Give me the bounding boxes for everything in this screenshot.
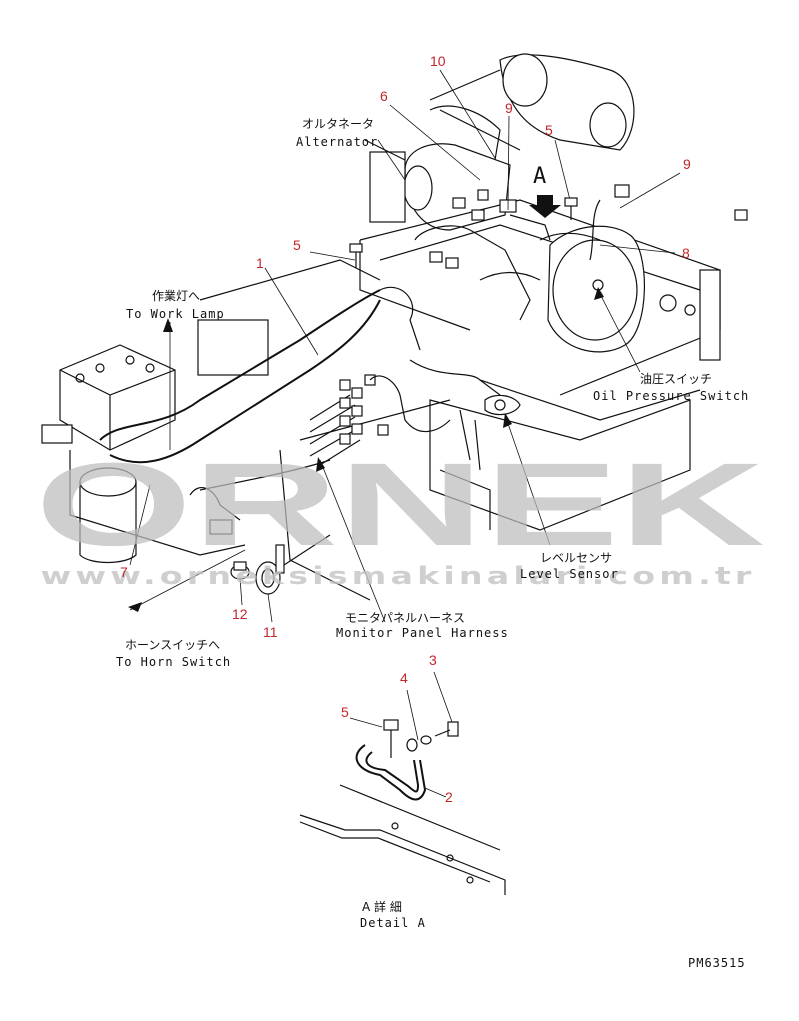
callout-7: 7 bbox=[120, 564, 128, 580]
alternator-harness bbox=[414, 184, 748, 321]
harness-1 bbox=[99, 286, 421, 535]
callout-3: 3 bbox=[429, 652, 437, 668]
engine-block bbox=[359, 199, 721, 396]
callout-5-left: 5 bbox=[293, 237, 301, 253]
oil-pressure-label-jp: 油圧スイッチ bbox=[640, 372, 712, 386]
callout-10: 10 bbox=[430, 53, 446, 69]
frame bbox=[197, 259, 701, 601]
callout-5-upper: 5 bbox=[545, 122, 553, 138]
hydraulic-tank bbox=[69, 450, 246, 564]
drawing-code: PM63515 bbox=[688, 956, 746, 970]
view-a-label: A bbox=[533, 164, 546, 189]
horn-switch-label-en: To Horn Switch bbox=[116, 655, 231, 669]
detail-a-label-jp: A 詳 細 bbox=[362, 899, 402, 914]
level-sensor bbox=[459, 394, 521, 471]
alternator-label-jp: オルタネータ bbox=[302, 117, 374, 131]
oil-pressure-label-en: Oil Pressure Switch bbox=[593, 389, 749, 403]
starter-motor bbox=[539, 225, 645, 353]
callout-5-detail: 5 bbox=[341, 704, 349, 720]
alternator-label-en: Alternator bbox=[296, 135, 378, 149]
callout-4: 4 bbox=[400, 670, 408, 686]
watermark-url: www.orneksismakinalari.com.tr bbox=[41, 562, 756, 590]
detail-a-label-en: Detail A bbox=[360, 916, 426, 930]
level-sensor-label-en: Level Sensor bbox=[520, 567, 619, 581]
watermark-brand: ORNEK bbox=[35, 439, 765, 571]
monitor-harness-label-jp: モニタパネルハーネス bbox=[345, 611, 465, 625]
bolt-5-upper bbox=[349, 189, 578, 268]
level-sensor-label-jp: レベルセンサ bbox=[540, 551, 612, 565]
callout-2: 2 bbox=[445, 789, 453, 805]
monitor-harness-label-en: Monitor Panel Harness bbox=[336, 626, 509, 640]
callout-1: 1 bbox=[256, 255, 264, 271]
leader-lines bbox=[128, 69, 681, 623]
horn-switch-label-jp: ホーンスイッチへ bbox=[125, 638, 220, 652]
view-arrow-a bbox=[529, 195, 561, 218]
work-lamp-label-jp: 作業灯へ bbox=[152, 289, 200, 303]
callout-11: 11 bbox=[263, 624, 278, 640]
monitor-panel-wires bbox=[309, 359, 501, 466]
detail-a bbox=[299, 671, 506, 895]
callout-12: 12 bbox=[232, 606, 248, 622]
callout-9-upper: 9 bbox=[505, 100, 513, 116]
alternator bbox=[364, 105, 511, 231]
horn bbox=[230, 534, 331, 595]
callout-9-right: 9 bbox=[683, 156, 691, 172]
callout-8: 8 bbox=[682, 245, 690, 261]
work-lamp-label-en: To Work Lamp bbox=[126, 307, 225, 321]
air-cleaner bbox=[429, 53, 635, 151]
callout-6: 6 bbox=[380, 88, 388, 104]
